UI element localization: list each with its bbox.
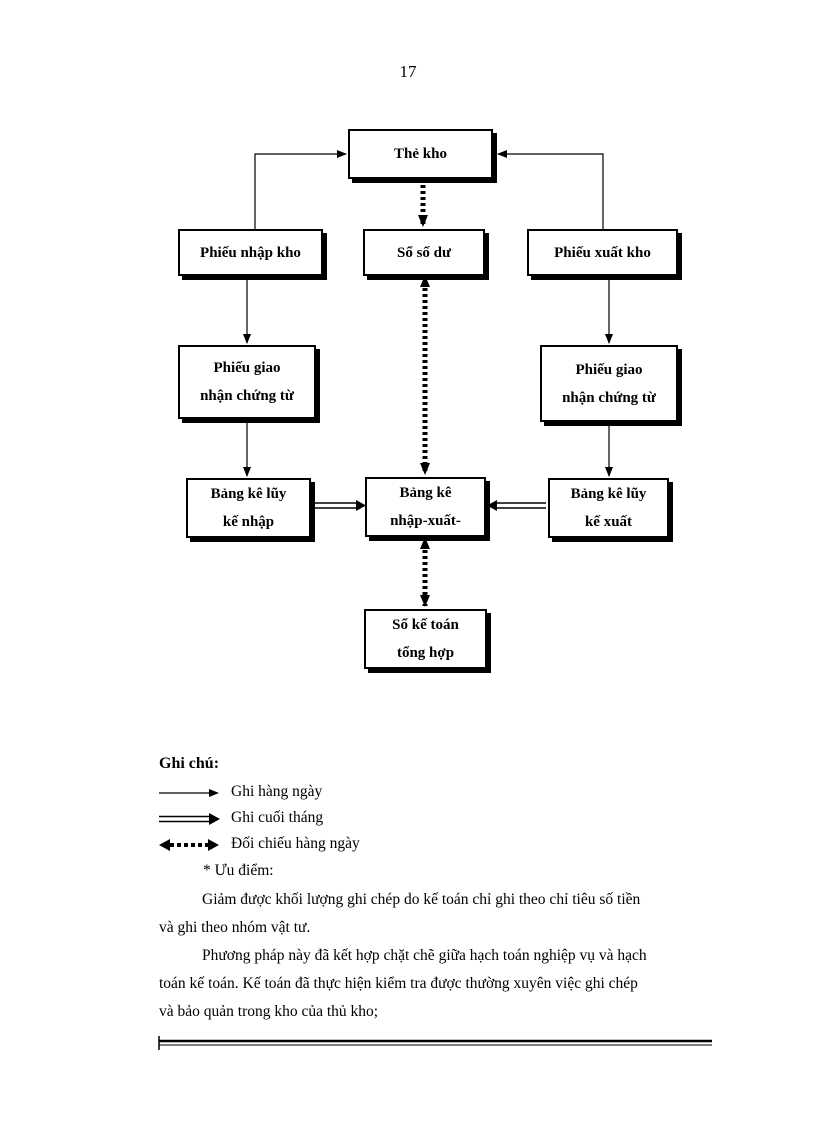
paragraph-1-line-1: Giảm được khối lượng ghi chép do kế toán… (202, 891, 641, 908)
page-number: 17 (399, 62, 417, 81)
dashed-double-arrow-icon (159, 839, 219, 851)
box-phieu-giao-left-line2: nhận chứng từ (200, 388, 294, 404)
paragraph-1: Giảm được khối lượng ghi chép do kế toán… (159, 886, 712, 942)
box-bang-ke-luy-nhap: Bảng kê lũy kế nhập (186, 478, 311, 538)
box-bang-ke-luy-xuat: Bảng kê lũy kế xuất (548, 478, 669, 538)
box-so-so-du-label: Sổ số dư (396, 244, 452, 261)
arrow-nhap-to-thekho (254, 150, 347, 229)
box-bang-ke-luy-xuat-line1: Bảng kê lũy (570, 486, 647, 502)
box-the-kho: Thẻ kho (348, 129, 493, 179)
double-luynhap-head (356, 500, 366, 511)
paragraph-2: Phương pháp này đã kết hợp chặt chẽ giữa… (159, 942, 712, 1026)
legend-daily: Ghi hàng ngày (159, 783, 559, 805)
paragraph-2-line-2: toán kế toán. Kế toán đã thực hiện kiểm … (159, 975, 638, 992)
single-arrow-icon (159, 789, 219, 797)
box-phieu-giao-right: Phiếu giao nhận chứng từ (540, 345, 678, 422)
box-bang-ke-nhap-xuat-line2: nhập-xuất- (390, 513, 461, 529)
box-the-kho-label: Thẻ kho (394, 146, 447, 162)
box-bang-ke-luy-nhap-line2: kế nhập (222, 514, 275, 530)
box-phieu-xuat-kho-label: Phiếu xuất kho (554, 244, 651, 261)
box-so-ke-toan-line1: Sổ kế toán (392, 617, 459, 633)
box-so-ke-toan-line2: tổng hợp (396, 645, 455, 661)
arrow-xuat-to-thekho (497, 150, 604, 229)
box-bang-ke-nhap-xuat: Bảng kê nhập-xuất- (365, 477, 486, 537)
double-luyxuat-head (487, 500, 497, 511)
legend-title: Ghi chú: (159, 755, 220, 772)
box-phieu-giao-right-line2: nhận chứng từ (562, 389, 656, 406)
flow-connectors (243, 150, 613, 607)
legend-month-end: Ghi cuối tháng (159, 809, 559, 831)
box-phieu-giao-left: Phiếu giao nhận chứng từ (178, 345, 316, 419)
box-phieu-nhap-kho: Phiếu nhập kho (178, 229, 323, 276)
box-phieu-giao-right-line1: Phiếu giao (575, 361, 643, 378)
footer-rule (158, 1036, 712, 1050)
box-bang-ke-luy-xuat-line2: kế xuất (584, 514, 633, 530)
paragraph-1-line-2: và ghi theo nhóm vật tư. (159, 919, 311, 936)
legend-month-end-label: Ghi cuối tháng (231, 809, 324, 826)
box-phieu-nhap-kho-label: Phiếu nhập kho (200, 244, 301, 261)
box-phieu-xuat-kho: Phiếu xuất kho (527, 229, 678, 276)
paragraph-2-line-1: Phương pháp này đã kết hợp chặt chẽ giữa… (202, 947, 647, 964)
legend-reconcile: Đối chiếu hàng ngày (159, 835, 559, 857)
box-phieu-giao-left-line1: Phiếu giao (213, 360, 281, 376)
box-bang-ke-nhap-xuat-line1: Bảng kê (399, 485, 452, 501)
box-so-so-du: Sổ số dư (363, 229, 485, 276)
double-arrow-icon (159, 813, 220, 825)
box-bang-ke-luy-nhap-line1: Bảng kê lũy (210, 486, 287, 502)
legend-reconcile-label: Đối chiếu hàng ngày (231, 835, 360, 852)
advantages-heading: * Ưu điểm: (203, 862, 274, 879)
box-so-ke-toan: Sổ kế toán tổng hợp (364, 609, 487, 669)
legend-daily-label: Ghi hàng ngày (231, 783, 323, 800)
paragraph-2-line-3: và bảo quản trong kho của thủ kho; (159, 1003, 379, 1020)
